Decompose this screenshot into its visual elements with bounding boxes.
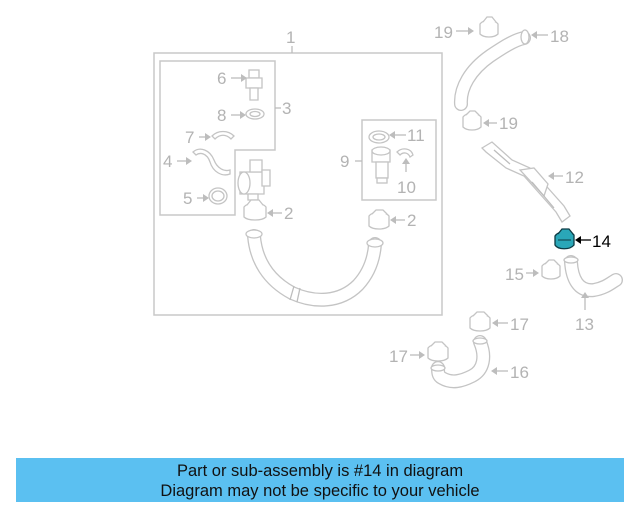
part-2-clamp-right	[368, 209, 390, 230]
part-2-clamp-left	[243, 199, 267, 221]
label-2-left: 2	[284, 204, 293, 223]
part-4-spring-clip	[192, 148, 231, 176]
label-19-top: 19	[434, 23, 453, 42]
part-19-clamp-top	[479, 16, 499, 38]
part-19-clamp-bottom	[462, 110, 482, 131]
info-banner: Part or sub-assembly is #14 in diagram D…	[16, 458, 624, 502]
label-14: 14	[592, 232, 611, 251]
label-1: 1	[286, 28, 295, 47]
label-10: 10	[397, 178, 416, 197]
subassembly-box-3	[159, 60, 276, 216]
part-12-metal-pipe	[480, 141, 571, 223]
label-12: 12	[565, 168, 584, 187]
part-17-clamp-upper	[469, 311, 491, 332]
label-16: 16	[510, 363, 529, 382]
label-7: 7	[185, 128, 194, 147]
label-15: 15	[505, 265, 524, 284]
banner-line-1: Part or sub-assembly is #14 in diagram	[176, 462, 464, 480]
subassembly-box-9	[361, 119, 437, 201]
label-8: 8	[217, 106, 226, 125]
label-17-upper: 17	[510, 315, 529, 334]
part-15-clamp	[541, 259, 561, 280]
assembly-box-1	[153, 52, 443, 316]
label-19-bottom: 19	[499, 114, 518, 133]
part-17-clamp-lower	[427, 341, 449, 362]
label-17-lower: 17	[389, 347, 408, 366]
label-6: 6	[217, 69, 226, 88]
part-10-clip	[396, 148, 414, 158]
label-11: 11	[407, 126, 425, 145]
part-16-hose	[430, 335, 491, 389]
label-13: 13	[575, 315, 594, 334]
coolant-hose-main	[245, 229, 384, 307]
part-9-fitting	[371, 146, 391, 184]
label-2-right: 2	[407, 211, 416, 230]
part-6-sensor	[245, 69, 263, 101]
label-18: 18	[550, 27, 569, 46]
part-18-coolant-pipe	[453, 29, 531, 111]
label-4: 4	[163, 152, 172, 171]
part-14-hose-clamp	[554, 228, 575, 250]
coolant-housing	[237, 159, 271, 201]
label-3: 3	[282, 99, 291, 118]
banner-line-2: Diagram may not be specific to your vehi…	[160, 482, 480, 500]
part-13-hose	[563, 255, 623, 298]
label-5: 5	[183, 189, 192, 208]
part-7-clip	[211, 130, 235, 140]
label-9: 9	[340, 152, 349, 171]
